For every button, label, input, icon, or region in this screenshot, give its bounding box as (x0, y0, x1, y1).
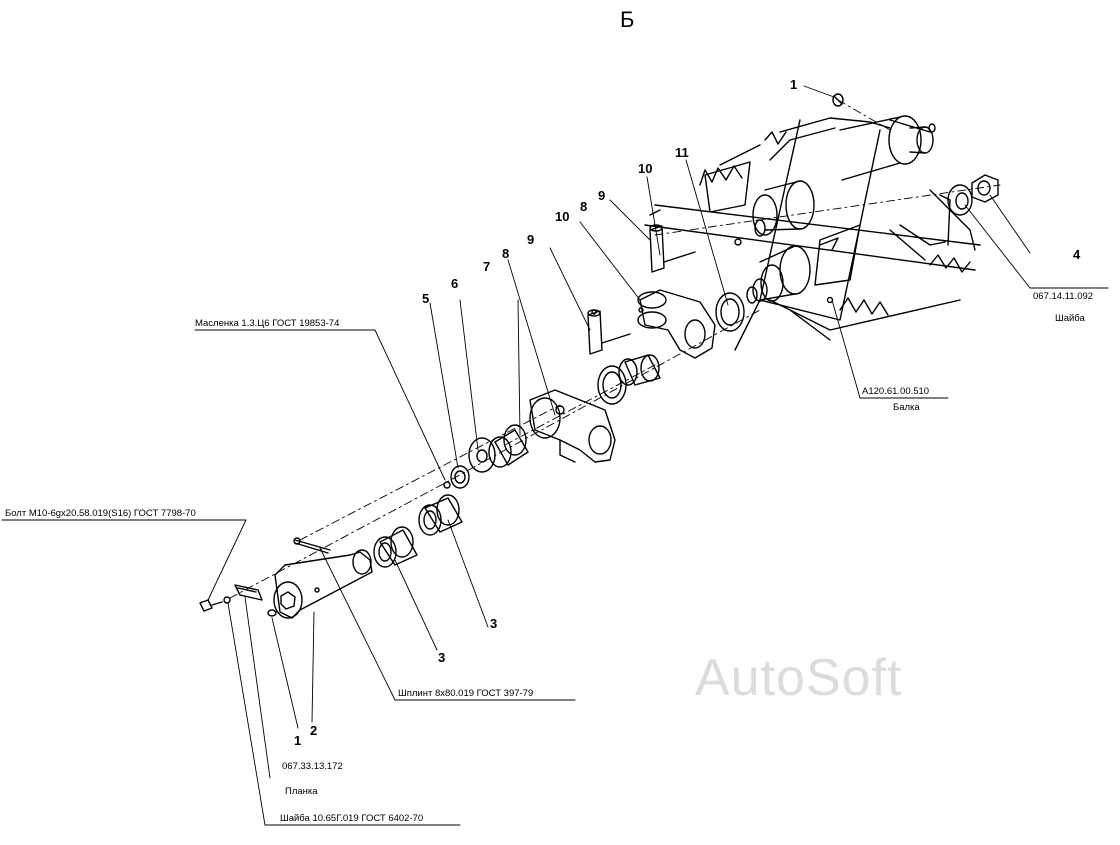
label-shaiba: Шайба (1055, 313, 1085, 324)
callout-1-top: 1 (790, 77, 798, 92)
bushing-7 (488, 424, 529, 468)
beam-assembly (644, 115, 981, 351)
callout-2: 2 (310, 723, 318, 738)
label-maslenka: Масленка 1.3.Ц6 ГОСТ 19853-74 (195, 318, 340, 329)
cotter-pin (293, 537, 331, 554)
callout-9-mid: 9 (527, 232, 535, 247)
bushing-3-left (373, 526, 418, 568)
ring-upper (597, 365, 627, 405)
label-balka-code: А120.61.00.510 (862, 386, 930, 397)
ring-11 (715, 292, 745, 332)
watermark: AutoSoft (695, 649, 903, 707)
label-shaiba-bottom: Шайба 10.65Г.019 ГОСТ 6402-70 (280, 813, 424, 824)
assembly-axes (229, 99, 1001, 599)
label-bolt: Болт М10-6gх20.58.019(S16) ГОСТ 7798-70 (5, 508, 196, 519)
pin-lower (587, 309, 631, 355)
label-planka-code: 067.33.13.172 (282, 761, 343, 772)
callout-3-right: 3 (490, 616, 498, 631)
lever-lower (529, 389, 616, 463)
bushing-3-right (418, 494, 463, 536)
washer-6 (468, 437, 496, 473)
callout-9-top: 9 (598, 188, 606, 203)
callout-1-bottom: 1 (294, 733, 302, 748)
washer-right (947, 184, 973, 216)
bolt-m10 (199, 599, 223, 612)
label-shaiba-code: 067.14.11.092 (1033, 291, 1094, 302)
small-washer (267, 609, 277, 617)
callout-11: 11 (675, 145, 689, 160)
pin-upper (649, 224, 696, 273)
label-planka: Планка (285, 786, 318, 797)
lever-upper (637, 289, 716, 359)
callout-10-mid: 10 (555, 209, 570, 224)
grease-nipple (443, 481, 451, 489)
callout-7: 7 (483, 259, 491, 274)
plate (234, 584, 263, 601)
callout-5: 5 (422, 291, 430, 306)
axle-2 (273, 549, 373, 619)
fitting-5 (450, 465, 470, 489)
label-balka: Балка (893, 402, 920, 413)
callout-8-top: 8 (580, 199, 588, 214)
callout-3-left: 3 (438, 650, 446, 665)
leader-lines (1, 85, 1109, 826)
label-shplint: Шплинт 8х80.019 ГОСТ 397-79 (398, 688, 534, 699)
callout-10-top: 10 (638, 161, 653, 176)
callout-4: 4 (1073, 247, 1081, 262)
section-letter: Б (620, 7, 635, 32)
spring-washer (223, 596, 231, 604)
callout-6: 6 (451, 276, 459, 291)
callout-8-mid: 8 (502, 246, 510, 261)
